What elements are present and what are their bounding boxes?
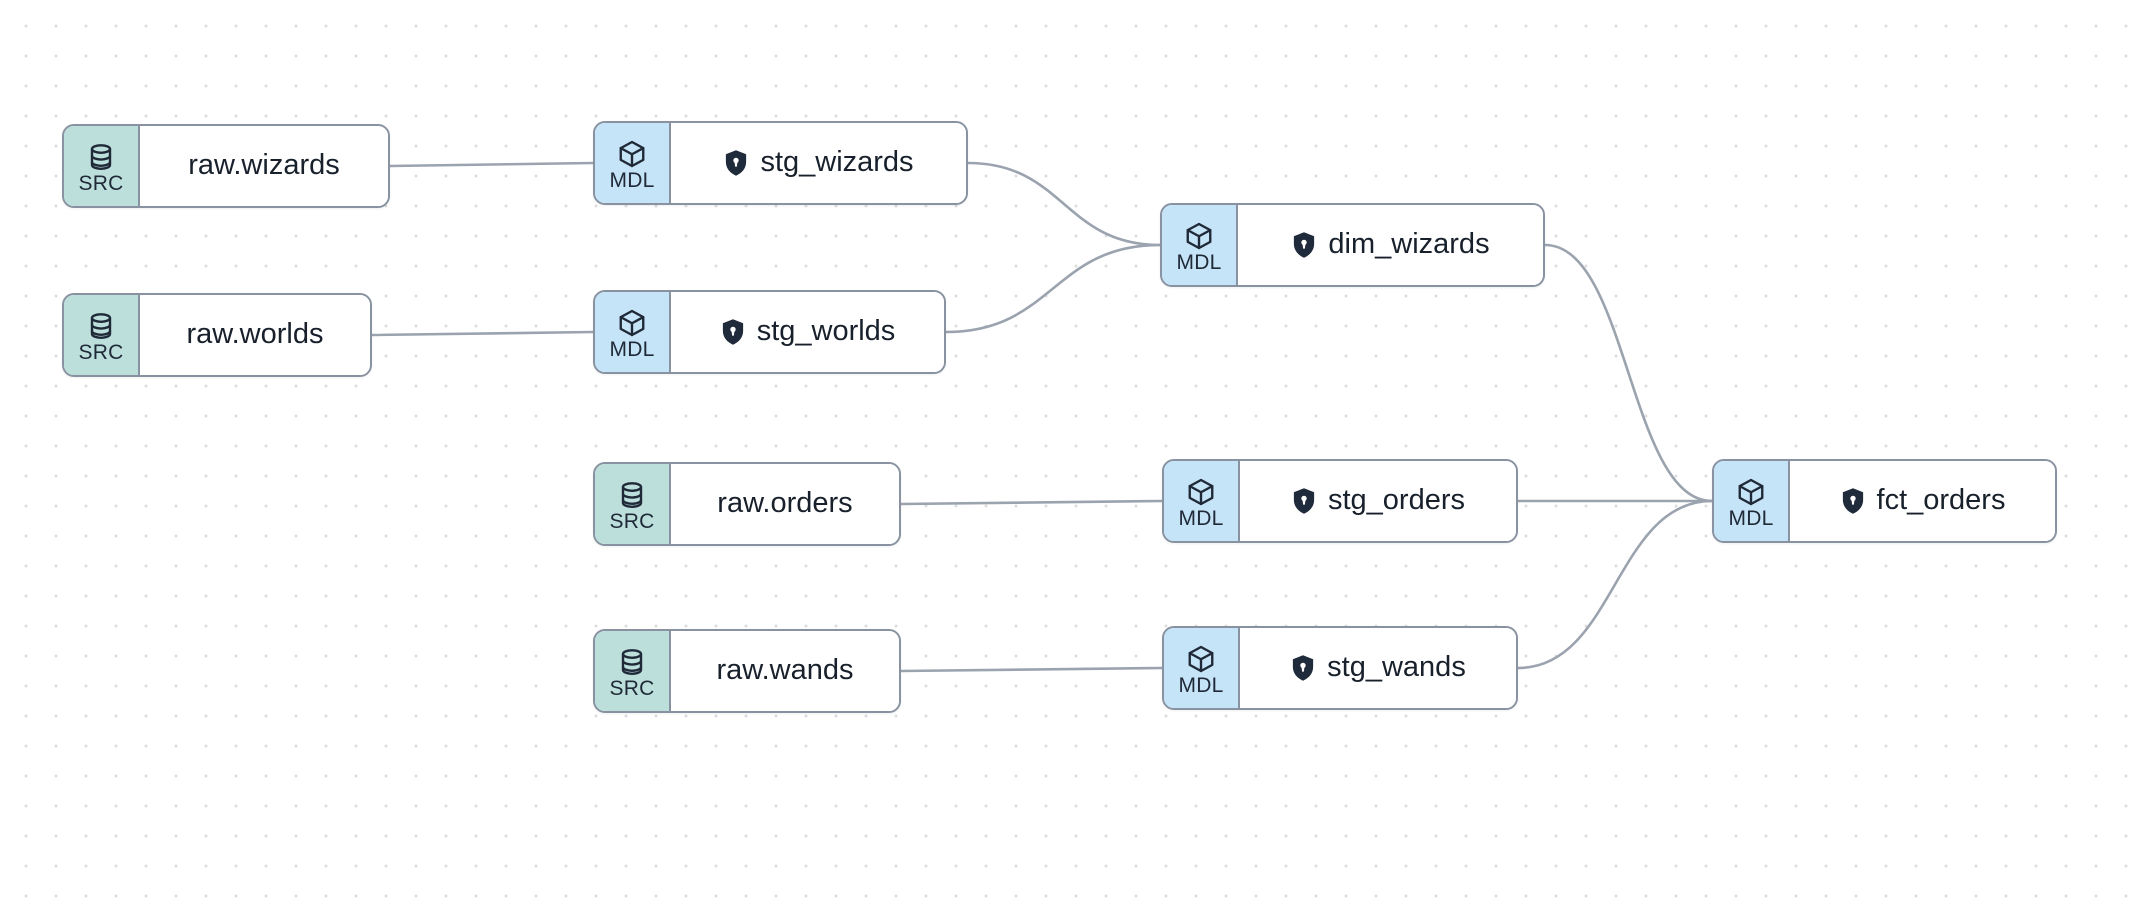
cube-icon — [1186, 644, 1216, 674]
node-body: raw.worlds — [140, 295, 370, 375]
node-type-label: MDL — [1178, 674, 1224, 697]
node-type-badge-mdl: MDL — [1714, 461, 1790, 541]
node-type-label: MDL — [1178, 507, 1224, 530]
database-icon — [86, 311, 116, 341]
node-label: raw.wizards — [188, 149, 340, 182]
node-type-badge-mdl: MDL — [1164, 628, 1240, 708]
node-body: dim_wizards — [1238, 205, 1543, 285]
edge-stg_wands-to-fct_orders[interactable] — [1516, 499, 1714, 670]
node-type-label: SRC — [78, 341, 124, 364]
node-label: stg_orders — [1327, 484, 1465, 517]
node-body: stg_wands — [1240, 628, 1516, 708]
shield-lock-icon — [1840, 487, 1866, 515]
edge-dim_wizards-to-fct_orders[interactable] — [1543, 243, 1714, 503]
node-body: raw.orders — [671, 464, 899, 544]
node-label: raw.worlds — [186, 318, 324, 351]
node-raw_orders[interactable]: SRC raw.orders — [593, 462, 901, 546]
node-dim_wizards[interactable]: MDL dim_wizards — [1160, 203, 1545, 287]
node-type-badge-mdl: MDL — [595, 292, 671, 372]
edge-stg_worlds-to-dim_wizards[interactable] — [944, 243, 1162, 334]
node-type-label: MDL — [609, 169, 655, 192]
cube-icon — [1186, 477, 1216, 507]
node-type-label: MDL — [609, 338, 655, 361]
node-label: stg_worlds — [756, 315, 896, 348]
node-label: raw.wands — [716, 654, 854, 687]
node-body: stg_worlds — [671, 292, 944, 372]
node-raw_worlds[interactable]: SRC raw.worlds — [62, 293, 372, 377]
cube-icon — [617, 308, 647, 338]
node-label: stg_wizards — [760, 146, 914, 179]
node-type-badge-mdl: MDL — [1164, 461, 1240, 541]
node-body: fct_orders — [1790, 461, 2055, 541]
node-label: dim_wizards — [1328, 228, 1490, 261]
shield-lock-icon — [1290, 654, 1316, 682]
shield-lock-icon — [1291, 231, 1317, 259]
node-label: fct_orders — [1876, 484, 2006, 517]
node-stg_worlds[interactable]: MDL stg_worlds — [593, 290, 946, 374]
database-icon — [617, 480, 647, 510]
database-icon — [86, 142, 116, 172]
edge-stg_wizards-to-dim_wizards[interactable] — [966, 161, 1162, 247]
node-type-badge-src: SRC — [64, 295, 140, 375]
node-type-badge-src: SRC — [64, 126, 140, 206]
node-body: raw.wizards — [140, 126, 388, 206]
node-stg_wands[interactable]: MDL stg_wands — [1162, 626, 1518, 710]
node-type-label: SRC — [78, 172, 124, 195]
node-stg_wizards[interactable]: MDL stg_wizards — [593, 121, 968, 205]
node-type-badge-mdl: MDL — [1162, 205, 1238, 285]
node-type-label: MDL — [1176, 251, 1222, 274]
edge-raw_worlds-to-stg_worlds[interactable] — [370, 330, 595, 337]
shield-lock-icon — [720, 318, 746, 346]
cube-icon — [617, 139, 647, 169]
node-fct_orders[interactable]: MDL fct_orders — [1712, 459, 2057, 543]
node-type-badge-src: SRC — [595, 464, 671, 544]
node-body: stg_orders — [1240, 461, 1516, 541]
node-type-label: MDL — [1728, 507, 1774, 530]
node-label: raw.orders — [717, 487, 853, 520]
node-type-badge-src: SRC — [595, 631, 671, 711]
node-stg_orders[interactable]: MDL stg_orders — [1162, 459, 1518, 543]
edge-raw_wizards-to-stg_wizards[interactable] — [388, 161, 595, 168]
node-body: stg_wizards — [671, 123, 966, 203]
cube-icon — [1184, 221, 1214, 251]
node-raw_wizards[interactable]: SRC raw.wizards — [62, 124, 390, 208]
node-label: stg_wands — [1327, 651, 1466, 684]
node-type-badge-mdl: MDL — [595, 123, 671, 203]
cube-icon — [1736, 477, 1766, 507]
database-icon — [617, 647, 647, 677]
shield-lock-icon — [1291, 487, 1317, 515]
shield-lock-icon — [723, 149, 749, 177]
node-type-label: SRC — [609, 677, 655, 700]
node-type-label: SRC — [609, 510, 655, 533]
edge-raw_wands-to-stg_wands[interactable] — [899, 666, 1164, 673]
node-body: raw.wands — [671, 631, 899, 711]
node-raw_wands[interactable]: SRC raw.wands — [593, 629, 901, 713]
edge-raw_orders-to-stg_orders[interactable] — [899, 499, 1164, 506]
